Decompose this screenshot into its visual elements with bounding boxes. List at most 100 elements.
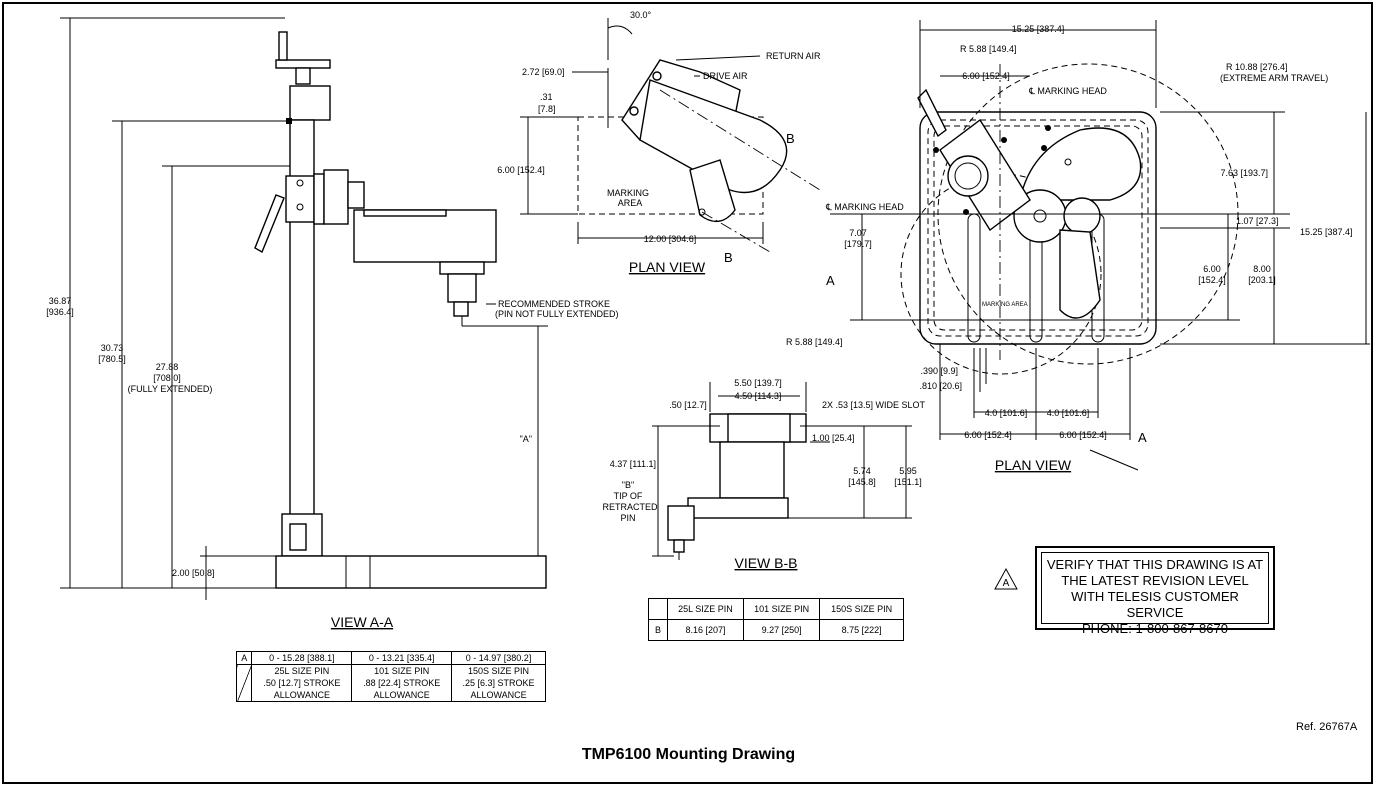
marking-area-label: MARKING AREA bbox=[982, 302, 1028, 308]
dim-40-right: 4.0 [101.6] bbox=[1047, 408, 1090, 418]
angle-label: 30.0° bbox=[630, 10, 652, 20]
drawing-title: TMP6100 Mounting Drawing bbox=[581, 746, 796, 763]
view-bb-table: 25L SIZE PIN 101 SIZE PIN 150S SIZE PIN … bbox=[648, 598, 904, 641]
dim-600-v: 6.00 bbox=[1203, 264, 1221, 274]
notice-line-1: VERIFY THAT THIS DRAWING IS AT bbox=[1046, 557, 1264, 572]
row-b-150s: 8.75 [222] bbox=[819, 619, 904, 641]
stroke-150s: .25 [6.3] STROKE bbox=[451, 677, 546, 689]
plan-view-right-label: PLAN VIEW bbox=[995, 457, 1072, 473]
retracted-label: RETRACTED bbox=[602, 502, 658, 512]
dim-600-right: 6.00 [152.4] bbox=[962, 71, 1010, 81]
dim-height-1525: 15.25 [387.4] bbox=[1300, 227, 1353, 237]
view-aa-label: VIEW A-A bbox=[331, 614, 394, 630]
pin-101: 101 SIZE PIN bbox=[351, 664, 453, 677]
diagonal-cell bbox=[235, 664, 253, 702]
dim-437: 4.37 [111.1] bbox=[610, 459, 656, 469]
plan-view-top-label: PLAN VIEW bbox=[629, 259, 706, 275]
dim-a: "A" bbox=[520, 434, 532, 444]
dim-600-left: 6.00 [152.4] bbox=[964, 430, 1012, 440]
marking-area-2: AREA bbox=[618, 198, 643, 208]
revision-triangle: A bbox=[994, 567, 1018, 590]
view-bb-drawing: 5.50 [139.7] 4.50 [114.3] .50 [12.7] 2X … bbox=[602, 378, 925, 571]
dim-574: 5.74 bbox=[853, 466, 871, 476]
pin-label: PIN bbox=[620, 513, 635, 523]
revision-letter: A bbox=[1003, 578, 1010, 589]
dim-450: 4.50 [114.3] bbox=[735, 391, 782, 401]
pin-not-extended-label: (PIN NOT FULLY EXTENDED) bbox=[495, 309, 619, 319]
dim-707-mm: [179.7] bbox=[844, 239, 872, 249]
marking-head-left: ℄ MARKING HEAD bbox=[825, 202, 904, 212]
view-bb-label: VIEW B-B bbox=[734, 555, 797, 571]
dim-107: 1.07 [27.3] bbox=[1236, 216, 1279, 226]
section-b-lower: B bbox=[724, 250, 733, 265]
allowance-25l: ALLOWANCE bbox=[251, 689, 353, 702]
blank-corner bbox=[648, 598, 668, 620]
extreme-arm-travel: (EXTREME ARM TRAVEL) bbox=[1220, 73, 1328, 83]
row-b-25l: 8.16 [207] bbox=[667, 619, 744, 641]
section-a-upper: A bbox=[826, 273, 835, 288]
revision-notice-inner: VERIFY THAT THIS DRAWING IS AT THE LATES… bbox=[1041, 552, 1269, 636]
view-aa-drawing: 36.87 [936.4] 30.73 [780.5] 27.88 [708.0… bbox=[46, 17, 619, 630]
plan-view-right-drawing: 15.25 [387.4] R 5.88 [149.4] 6.00 [152.4… bbox=[786, 20, 1370, 473]
dim-574-mm: [145.8] bbox=[848, 477, 876, 487]
notice-line-2: THE LATEST REVISION LEVEL bbox=[1061, 573, 1249, 588]
dim-600-v-mm: [152.4] bbox=[1198, 275, 1226, 285]
return-air-label: RETURN AIR bbox=[766, 51, 821, 61]
row-a-25l: 0 - 15.28 [388.1] bbox=[251, 651, 353, 665]
revision-notice-box: VERIFY THAT THIS DRAWING IS AT THE LATES… bbox=[1035, 546, 1275, 636]
recommended-stroke-label: RECOMMENDED STROKE bbox=[498, 299, 610, 309]
b-tip-label: "B" bbox=[622, 480, 634, 490]
dim-810: .810 [20.6] bbox=[919, 381, 962, 391]
dim-550: 5.50 [139.7] bbox=[734, 378, 782, 388]
row-a-101: 0 - 13.21 [335.4] bbox=[351, 651, 453, 665]
header-25l: 25L SIZE PIN bbox=[667, 598, 744, 620]
dim-600-top: 6.00 [152.4] bbox=[497, 165, 545, 175]
dim-272: 2.72 [69.0] bbox=[522, 67, 565, 77]
drive-air-label: DRIVE AIR bbox=[703, 71, 748, 81]
dim-600-right-b: 6.00 [152.4] bbox=[1059, 430, 1107, 440]
dim-overall-height: 36.87 bbox=[49, 296, 72, 306]
dim-height-2: 30.73 bbox=[101, 343, 124, 353]
allowance-150s: ALLOWANCE bbox=[451, 689, 546, 702]
dim-763: 7.63 [193.7] bbox=[1220, 168, 1268, 178]
dim-031-mm: [7.8] bbox=[538, 104, 556, 114]
row-a-label: A bbox=[235, 651, 253, 665]
dim-r1088: R 10.88 [276.4] bbox=[1226, 62, 1288, 72]
header-150s: 150S SIZE PIN bbox=[819, 598, 904, 620]
pin-25l: 25L SIZE PIN bbox=[251, 664, 353, 677]
dim-overall-height-mm: [936.4] bbox=[46, 307, 74, 317]
dim-595-mm: [151.1] bbox=[894, 477, 922, 487]
reference-number: Ref. 26767A bbox=[1296, 721, 1358, 733]
stroke-25l: .50 [12.7] STROKE bbox=[251, 677, 353, 689]
dim-fully-extended: (FULLY EXTENDED) bbox=[128, 384, 213, 394]
section-a-lower: A bbox=[1138, 430, 1147, 445]
dim-height-3-mm: [708.0] bbox=[153, 373, 181, 383]
tip-of-label: TIP OF bbox=[614, 491, 643, 501]
dim-height-2-mm: [780.5] bbox=[98, 354, 126, 364]
plan-view-top-drawing: 30.0° RETURN AIR DRIVE AIR 2.72 [69.0] .… bbox=[497, 10, 821, 275]
view-aa-table: A 0 - 15.28 [388.1] 0 - 13.21 [335.4] 0 … bbox=[235, 651, 546, 702]
dim-40-left: 4.0 [101.6] bbox=[985, 408, 1028, 418]
dim-707: 7.07 bbox=[849, 228, 867, 238]
row-a-150s: 0 - 14.97 [380.2] bbox=[451, 651, 546, 665]
slot-label: 2X .53 [13.5] WIDE SLOT bbox=[822, 400, 926, 410]
dim-height-3: 27.88 bbox=[156, 362, 179, 372]
dim-031: .31 bbox=[540, 92, 553, 102]
row-b-label: B bbox=[648, 619, 668, 641]
dim-1200: 12.00 [304.6] bbox=[644, 234, 697, 244]
stroke-101: .88 [22.4] STROKE bbox=[351, 677, 453, 689]
header-101: 101 SIZE PIN bbox=[742, 598, 821, 620]
dim-r588-bottom: R 5.88 [149.4] bbox=[786, 337, 843, 347]
marking-head-top: ℄ MARKING HEAD bbox=[1028, 86, 1107, 96]
dim-390: .390 [9.9] bbox=[920, 366, 958, 376]
dim-base: 2.00 [50.8] bbox=[172, 568, 215, 578]
dim-595: 5.95 bbox=[899, 466, 917, 476]
allowance-101: ALLOWANCE bbox=[351, 689, 453, 702]
dim-800-mm: [203.1] bbox=[1248, 275, 1276, 285]
notice-line-4: PHONE: 1-800-867-8670 bbox=[1082, 621, 1228, 636]
dim-050: .50 [12.7] bbox=[669, 400, 707, 410]
section-b-upper: B bbox=[786, 131, 795, 146]
dim-r588-top: R 5.88 [149.4] bbox=[960, 44, 1017, 54]
